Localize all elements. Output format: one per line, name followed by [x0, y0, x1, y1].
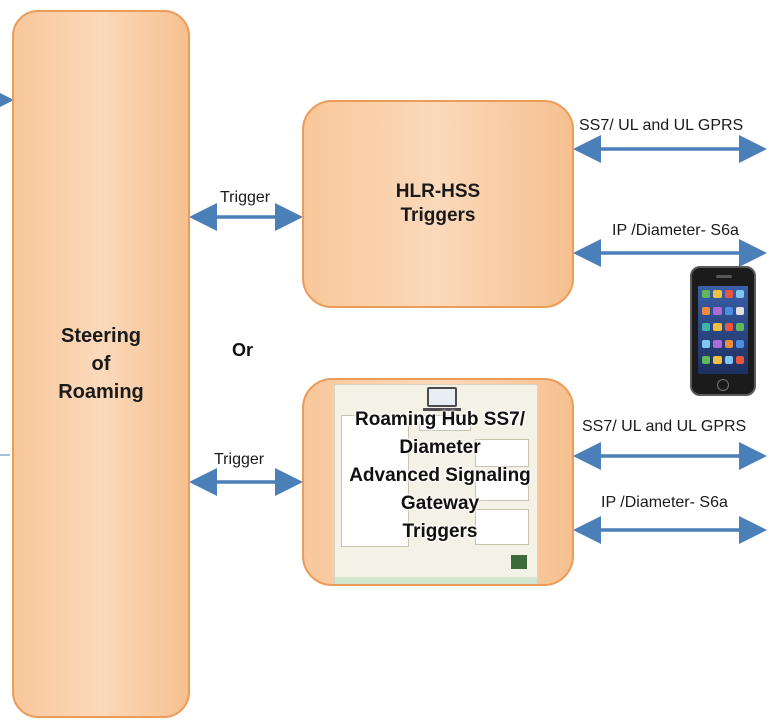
hlr-hss-triggers-box: HLR-HSS Triggers	[302, 100, 574, 308]
trigger-top-label: Trigger	[220, 189, 271, 206]
smartphone-icon	[690, 266, 756, 396]
hlr-hss-triggers-label: HLR-HSS Triggers	[395, 181, 481, 226]
hlr-ip-label: IP /Diameter- S6a	[612, 222, 739, 239]
steering-of-roaming-box: Steering of Roaming	[12, 10, 190, 718]
hub-ss7-label: SS7/ UL and UL GPRS	[582, 418, 747, 435]
or-label: Or	[232, 340, 254, 360]
roaming-hub-label: Roaming Hub SS7/ Diameter Advanced Signa…	[349, 409, 531, 542]
roaming-hub-box: Roaming Hub SS7/ Diameter Advanced Signa…	[302, 378, 574, 586]
laptop-icon	[423, 387, 461, 411]
network-screenshot-thumbnail	[334, 384, 538, 584]
logo-badge-icon	[511, 555, 527, 569]
thumbnail-footer	[335, 577, 537, 584]
hlr-ss7-label: SS7/ UL and UL GPRS	[579, 117, 744, 134]
hub-ip-label: IP /Diameter- S6a	[601, 494, 728, 511]
trigger-bottom-label: Trigger	[214, 451, 265, 468]
steering-of-roaming-label: Steering of Roaming	[58, 325, 144, 403]
